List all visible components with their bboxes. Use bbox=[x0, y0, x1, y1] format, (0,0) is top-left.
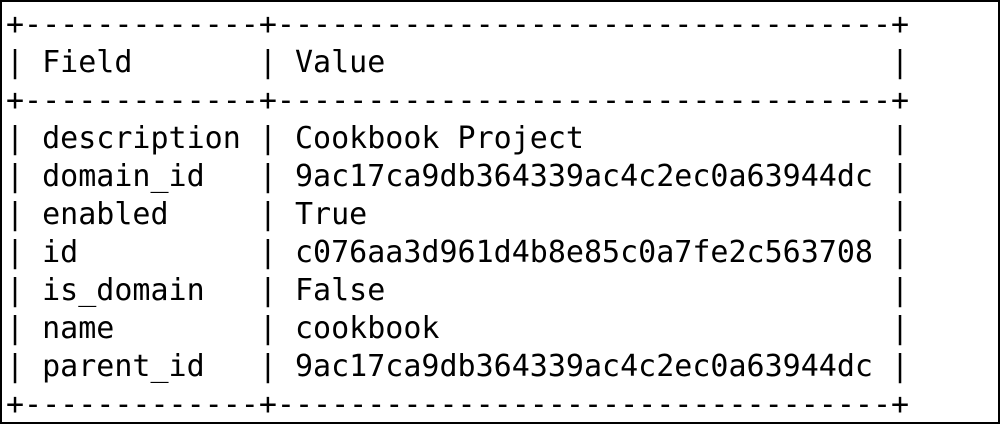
table-header-row: | Field | Value | bbox=[6, 45, 910, 80]
field-value-cell: 9ac17ca9db364339ac4c2ec0a63944dc bbox=[295, 159, 873, 194]
field-name-cell: is_domain bbox=[42, 273, 205, 308]
field-name-cell: description bbox=[42, 121, 241, 156]
table-row: | id | c076aa3d961d4b8e85c0a7fe2c563708 … bbox=[6, 235, 910, 270]
field-name-cell: name bbox=[42, 311, 115, 346]
table-row: | domain_id | 9ac17ca9db364339ac4c2ec0a6… bbox=[6, 159, 910, 194]
table-row: | name | cookbook | bbox=[6, 311, 910, 346]
table-row: | enabled | True | bbox=[6, 197, 910, 232]
field-value-cell: cookbook bbox=[295, 311, 440, 346]
table-row: | description | Cookbook Project | bbox=[6, 121, 910, 156]
field-name-cell: enabled bbox=[42, 197, 169, 232]
field-value-cell: True bbox=[295, 197, 368, 232]
table-border-header: +-------------+-------------------------… bbox=[6, 83, 910, 118]
field-value-cell: Cookbook Project bbox=[295, 121, 584, 156]
field-value-cell: c076aa3d961d4b8e85c0a7fe2c563708 bbox=[295, 235, 873, 270]
column-header-field: Field bbox=[42, 45, 133, 80]
field-name-cell: parent_id bbox=[42, 349, 205, 384]
table-border-bottom: +-------------+-------------------------… bbox=[6, 387, 910, 422]
field-name-cell: id bbox=[42, 235, 79, 270]
table-row: | parent_id | 9ac17ca9db364339ac4c2ec0a6… bbox=[6, 349, 910, 384]
table-row: | is_domain | False | bbox=[6, 273, 910, 308]
column-header-value: Value bbox=[295, 45, 386, 80]
table-border-top: +-------------+-------------------------… bbox=[6, 7, 910, 42]
field-name-cell: domain_id bbox=[42, 159, 205, 194]
field-value-cell: 9ac17ca9db364339ac4c2ec0a63944dc bbox=[295, 349, 873, 384]
field-value-cell: False bbox=[295, 273, 386, 308]
cli-output-table: +-------------+-------------------------… bbox=[6, 6, 909, 424]
